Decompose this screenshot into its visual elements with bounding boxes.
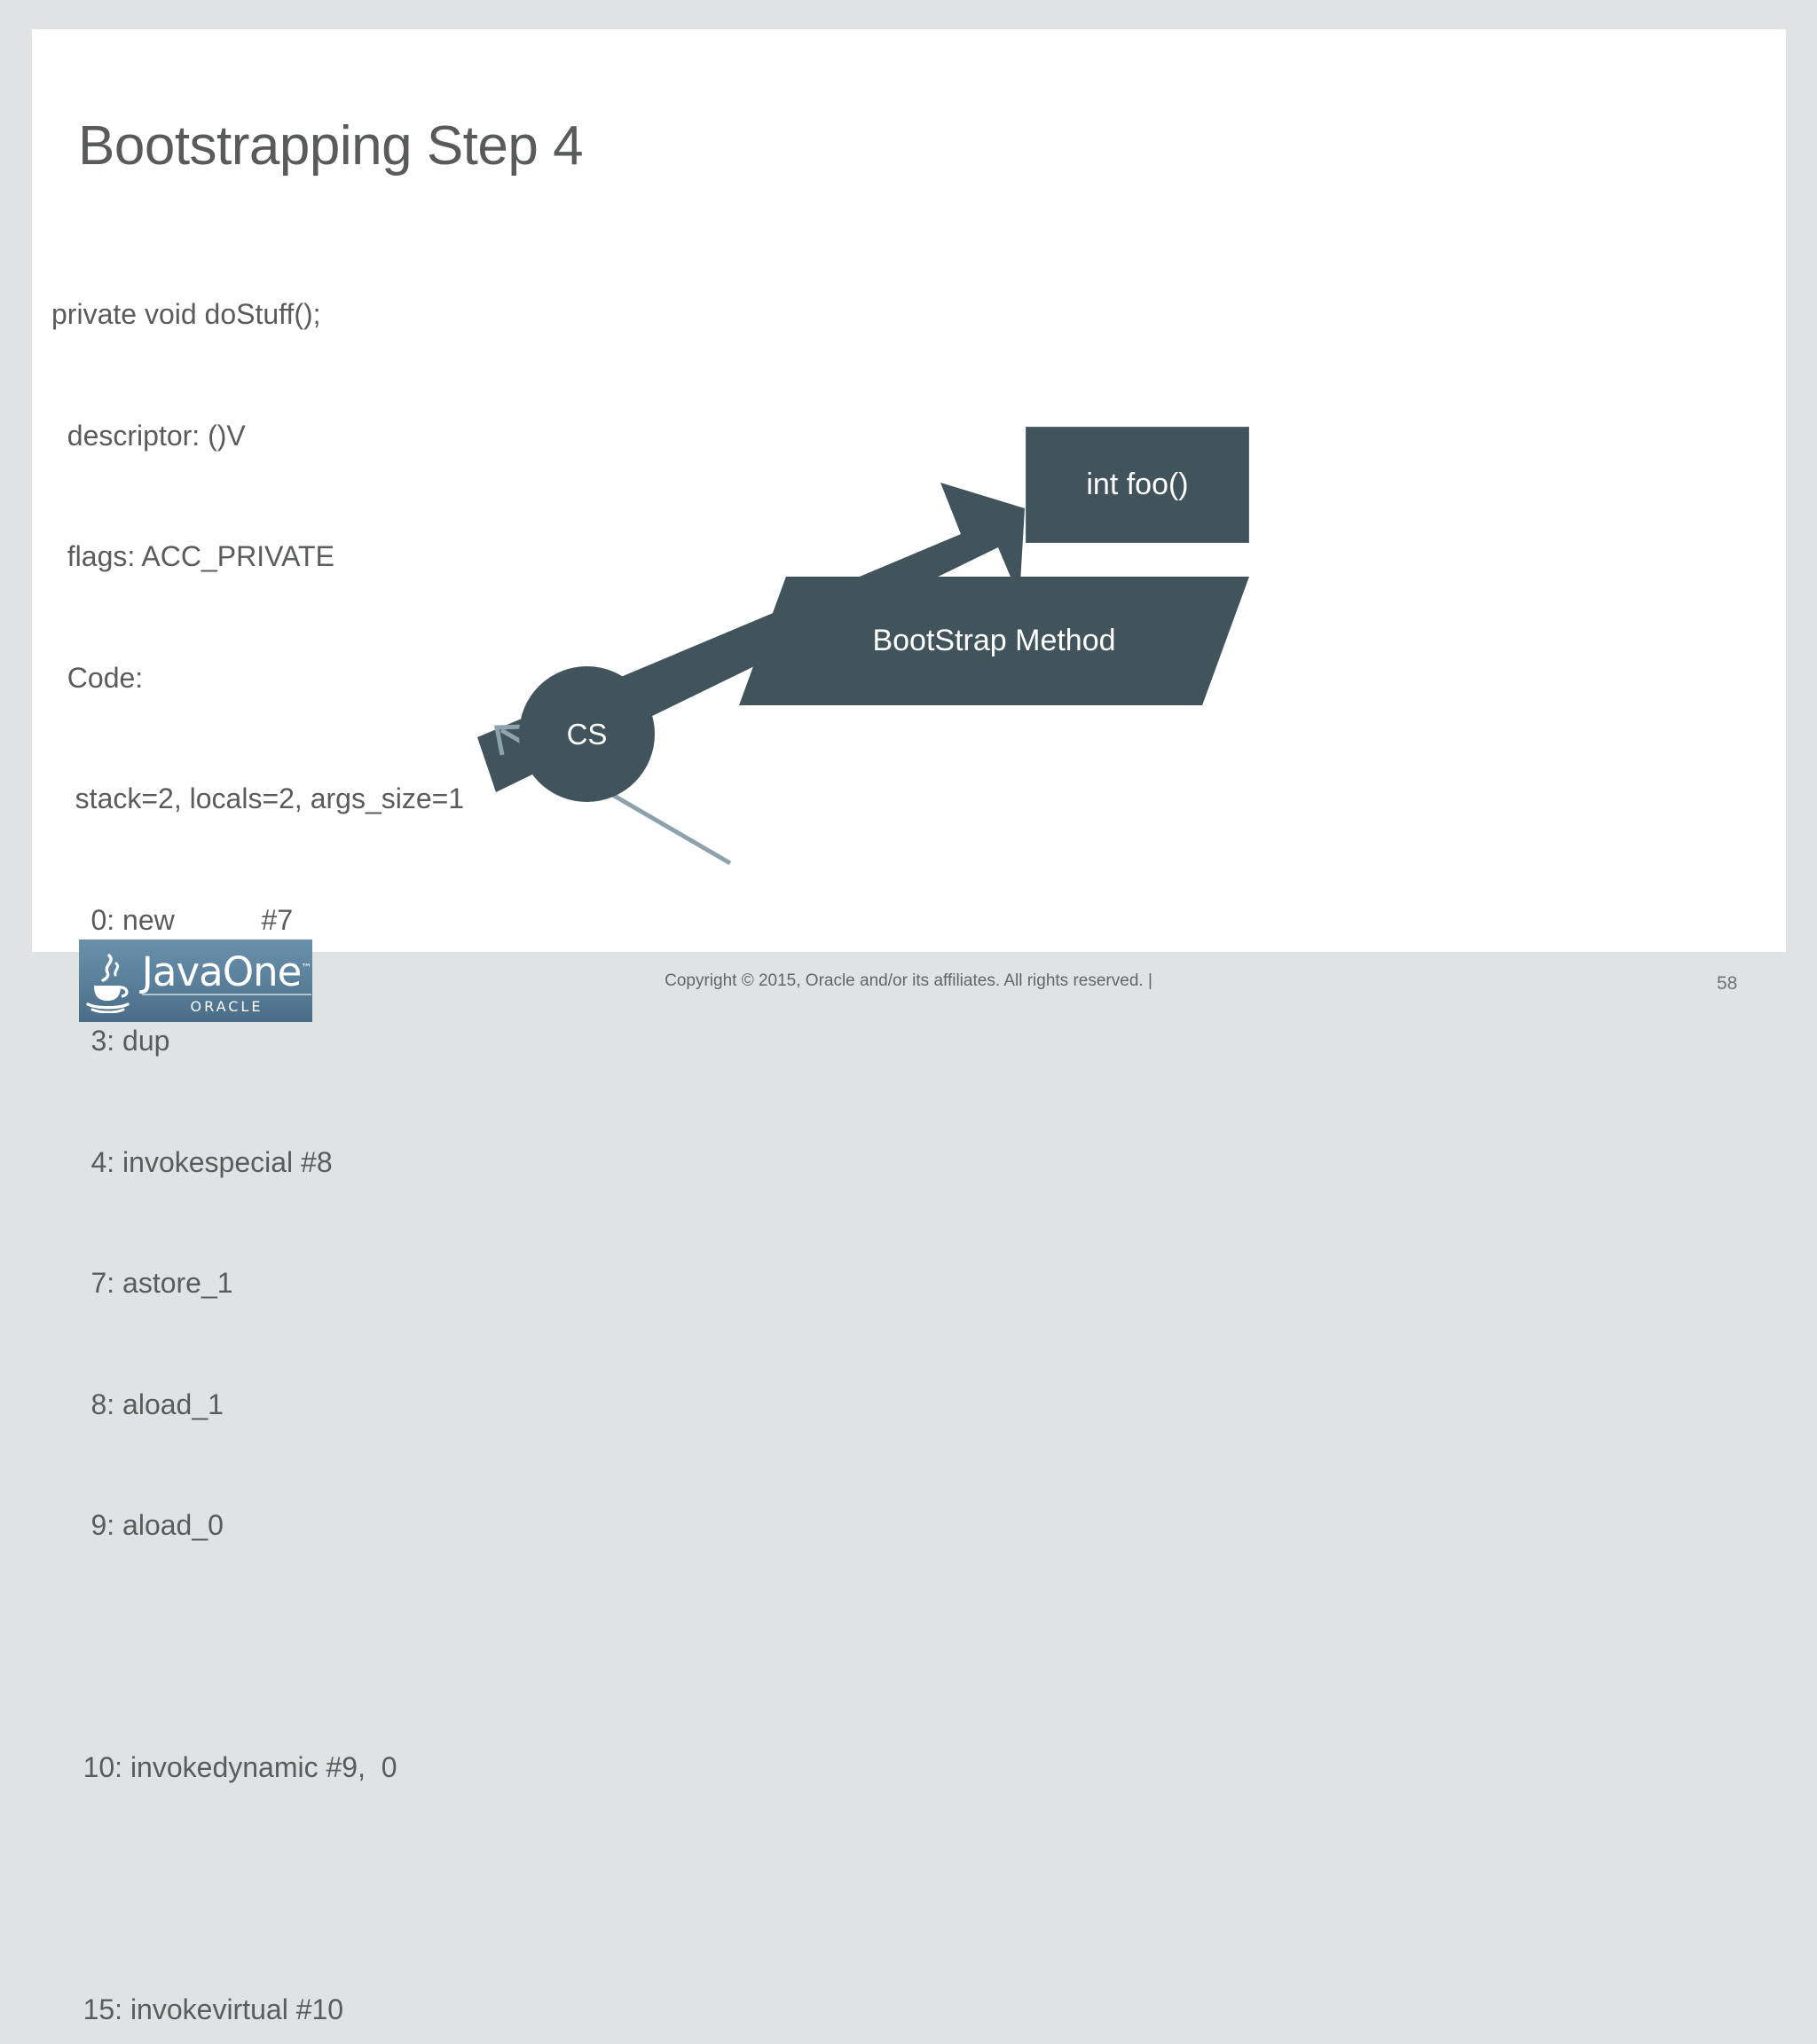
- javaone-wordmark: JavaOne™ ORACLE: [141, 947, 312, 1015]
- target-method-node[interactable]: int foo(): [1026, 427, 1249, 543]
- javaone-brand-text: JavaOne™: [142, 947, 312, 993]
- code-line: descriptor: ()V: [51, 419, 246, 452]
- code-line-blank: [51, 1869, 464, 1910]
- code-line-blank: [51, 1627, 464, 1668]
- code-line: 7: astore_1: [51, 1267, 233, 1299]
- code-line: flags: ACC_PRIVATE: [51, 540, 334, 572]
- target-method-label: int foo(): [1086, 468, 1189, 501]
- code-line: 4: invokespecial #8: [51, 1145, 333, 1178]
- code-line: 15: invokevirtual #10: [51, 1993, 344, 2025]
- bytecode-listing: private void doStuff(); descriptor: ()V …: [51, 214, 464, 2044]
- slide-root: Bootstrapping Step 4 private void doStuf…: [32, 29, 1786, 2025]
- code-line: stack=2, locals=2, args_size=1: [51, 782, 465, 814]
- bootstrap-method-label: BootStrap Method: [872, 624, 1116, 657]
- java-coffee-cup-icon: [85, 953, 130, 1013]
- code-line: private void doStuff();: [51, 298, 321, 330]
- code-line: 3: dup: [51, 1025, 170, 1057]
- code-line: Code:: [51, 661, 144, 694]
- page-title: Bootstrapping Step 4: [78, 115, 584, 177]
- method-handle-label: Method Handle: [655, 389, 846, 493]
- code-line: 9: aload_0: [51, 1509, 224, 1541]
- copyright-text: Copyright © 2015, Oracle and/or its affi…: [665, 971, 1152, 990]
- code-line: 8: aload_1: [51, 1388, 224, 1420]
- slide-canvas: Bootstrapping Step 4 private void doStuf…: [32, 29, 1786, 2025]
- page-number: 58: [1717, 973, 1738, 994]
- call-site-label: CS: [566, 717, 608, 751]
- parallelogram-shape: [739, 577, 1249, 705]
- logo-divider: [141, 993, 312, 995]
- code-line: 10: invokedynamic #9, 0: [51, 1751, 397, 1783]
- code-line: 0: new #7: [51, 903, 294, 936]
- bootstrap-method-node[interactable]: BootStrap Method: [739, 577, 1249, 705]
- oracle-label: ORACLE: [190, 997, 264, 1015]
- javaone-logo: JavaOne™ ORACLE: [79, 939, 312, 1022]
- call-site-node[interactable]: CS: [519, 666, 655, 802]
- trademark-symbol: ™: [301, 961, 312, 974]
- javaone-brand-label: JavaOne: [141, 947, 303, 995]
